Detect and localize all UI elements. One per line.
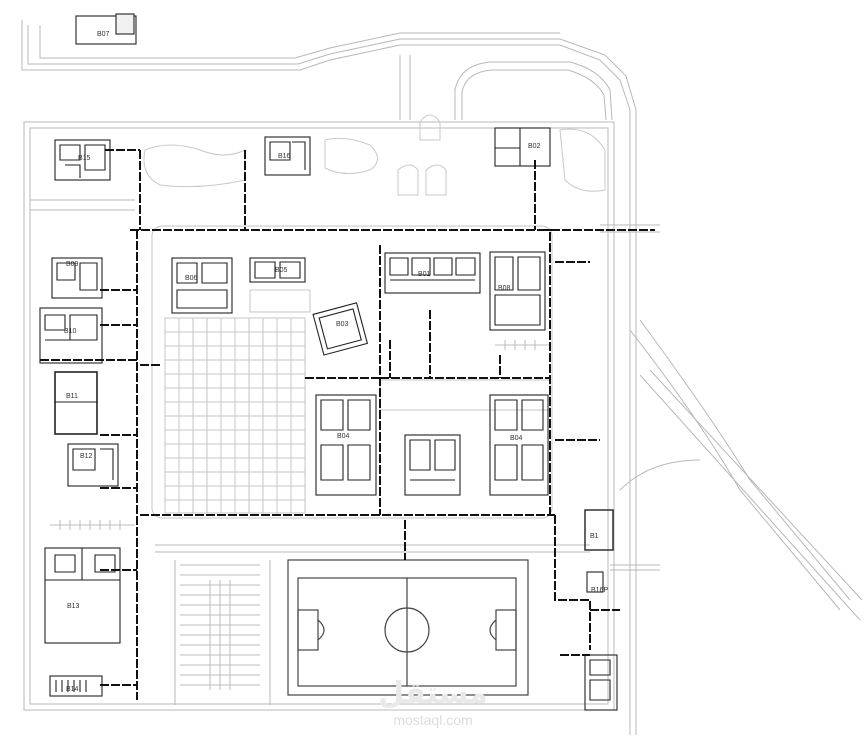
- label-b08: B08: [498, 285, 511, 292]
- road-lines: [21, 20, 863, 735]
- watermark-arabic: مستقل: [378, 676, 488, 711]
- building-labels: B07 B02 B09 B10 B11 B12 B13 B03 B04 B04 …: [64, 31, 608, 693]
- label-b14: B14: [66, 686, 79, 693]
- label-b16p: B16P: [591, 587, 608, 594]
- label-b13: B13: [67, 603, 80, 610]
- label-b01: B01: [418, 271, 431, 278]
- label-b11: B11: [66, 393, 78, 400]
- label-b10: B10: [64, 328, 77, 335]
- label-b09: B09: [66, 261, 79, 268]
- plaza-grid: [151, 225, 553, 519]
- utility-network: [40, 149, 655, 700]
- label-b15: B15: [78, 155, 91, 162]
- watermark-latin: mostaql.com: [393, 712, 473, 728]
- label-b06: B06: [185, 275, 198, 282]
- label-b07: B07: [97, 31, 110, 38]
- parking-stalls: [50, 340, 550, 690]
- label-b18: B1: [590, 533, 599, 540]
- label-b02: B02: [528, 143, 541, 150]
- label-b04a: B04: [337, 433, 350, 440]
- football-pitch: [287, 559, 529, 696]
- label-b04b: B04: [510, 435, 523, 442]
- label-b03: B03: [336, 321, 349, 328]
- label-b12: B12: [80, 453, 93, 460]
- label-b16: B16: [278, 153, 291, 160]
- label-b05: B05: [275, 267, 288, 274]
- building-footprints: [39, 13, 618, 711]
